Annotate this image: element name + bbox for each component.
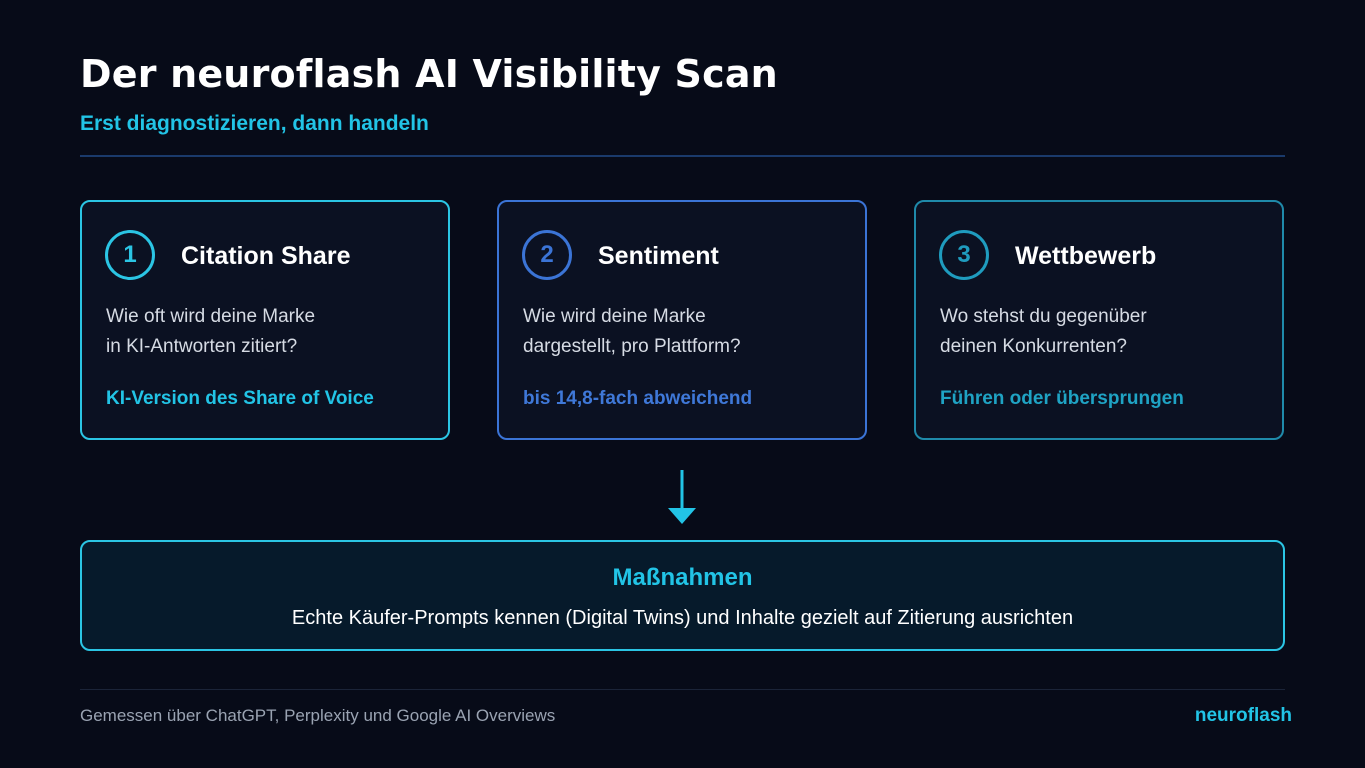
card-citation-share: 1 Citation Share Wie oft wird deine Mark… (80, 200, 450, 440)
measures-title: Maßnahmen (612, 564, 753, 591)
page-title: Der neuroflash AI Visibility Scan (80, 52, 778, 96)
card-description-line: Wo stehst du gegenüber (940, 306, 1147, 327)
card-description: Wie wird deine Marke dargestellt, pro Pl… (523, 302, 741, 362)
card-description-line: in KI-Antworten zitiert? (106, 336, 298, 357)
card-highlight: KI-Version des Share of Voice (106, 388, 374, 409)
header-divider (80, 155, 1285, 157)
card-title: Sentiment (598, 242, 719, 270)
step-number-badge: 3 (939, 230, 989, 280)
measures-box: Maßnahmen Echte Käufer-Prompts kennen (D… (80, 540, 1285, 651)
card-description-line: Wie wird deine Marke (523, 306, 706, 327)
step-number-badge: 1 (105, 230, 155, 280)
brand-logo: neuroflash (1194, 705, 1292, 726)
card-description-line: Wie oft wird deine Marke (106, 306, 316, 327)
arrow-down-icon (668, 470, 696, 524)
card-highlight: Führen oder übersprungen (940, 388, 1184, 409)
card-wettbewerb: 3 Wettbewerb Wo stehst du gegenüber dein… (914, 200, 1284, 440)
card-description: Wie oft wird deine Marke in KI-Antworten… (106, 302, 315, 362)
card-sentiment: 2 Sentiment Wie wird deine Marke dargest… (497, 200, 867, 440)
page-subtitle: Erst diagnostizieren, dann handeln (80, 112, 429, 135)
footer-note: Gemessen über ChatGPT, Perplexity und Go… (80, 706, 556, 725)
card-description-line: deinen Konkurrenten? (940, 336, 1127, 357)
card-title: Citation Share (181, 242, 351, 270)
step-number-badge: 2 (522, 230, 572, 280)
card-title: Wettbewerb (1015, 242, 1157, 270)
measures-text: Echte Käufer-Prompts kennen (Digital Twi… (291, 607, 1074, 629)
card-description-line: dargestellt, pro Plattform? (523, 336, 741, 357)
card-description: Wo stehst du gegenüber deinen Konkurrent… (940, 302, 1147, 362)
card-highlight: bis 14,8-fach abweichend (523, 388, 753, 409)
footer-divider (80, 689, 1285, 690)
